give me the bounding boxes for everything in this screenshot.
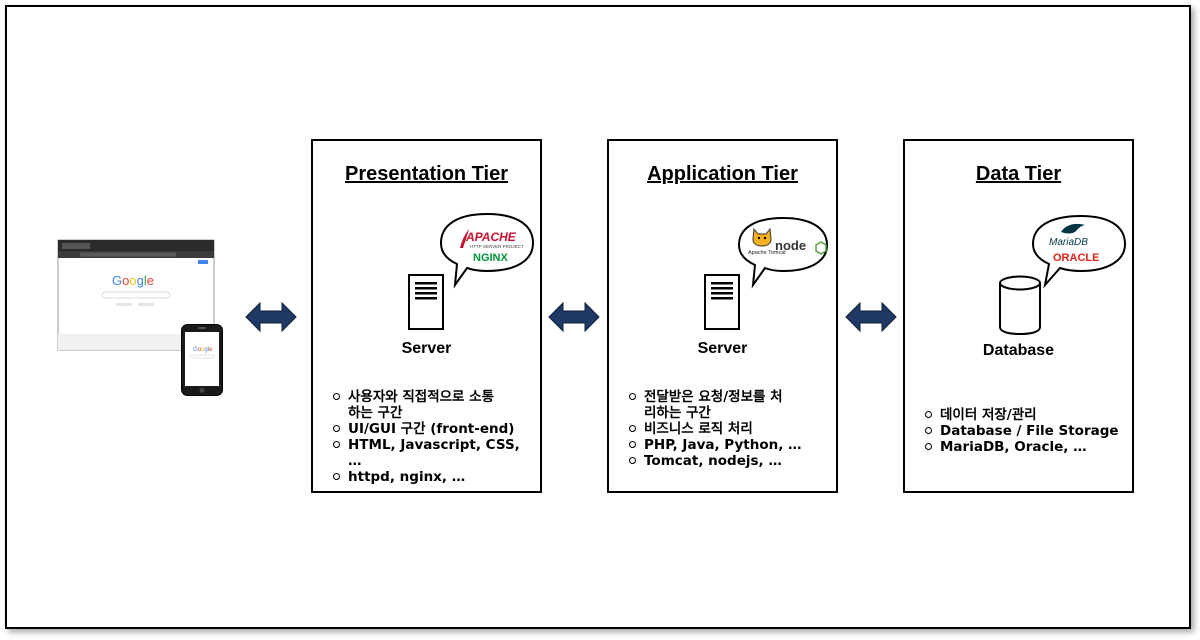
speech-bubble-databases <box>1031 214 1127 289</box>
svg-text:Google: Google <box>112 273 154 288</box>
nodejs-logo: node <box>775 238 827 255</box>
mariadb-logo-text: MariaDB <box>1049 237 1088 248</box>
list-item: MariaDB, Oracle, … <box>925 439 1124 455</box>
presentation-bullet-list: 사용자와 직접적으로 소통하는 구간 UI/GUI 구간 (front-end)… <box>333 389 532 485</box>
list-item: UI/GUI 구간 (front-end) <box>333 421 532 437</box>
server-icon <box>704 274 740 330</box>
data-tier-box: Data Tier MariaDB ORACLE Database 데이터 저장… <box>903 139 1134 493</box>
smartphone: Google <box>181 324 223 396</box>
data-tier-title: Data Tier <box>975 163 1062 185</box>
list-item: Tomcat, nodejs, … <box>629 453 828 469</box>
nginx-logo-text: NGINX <box>473 252 509 264</box>
list-item: HTML, Javascript, CSS, … <box>333 437 532 469</box>
svg-text:Google: Google <box>193 347 213 353</box>
list-item: 비즈니스 로직 처리 <box>629 421 828 437</box>
list-item: 데이터 저장/관리 <box>925 407 1124 423</box>
nginx-logo: NGINX <box>473 252 509 264</box>
database-cylinder-icon <box>999 275 1041 336</box>
application-bullet-list: 전달받은 요청/정보를 처리하는 구간 비즈니스 로직 처리 PHP, Java… <box>629 389 828 469</box>
server-label: Server <box>401 340 452 357</box>
apache-logo-subtext: HTTP SERVER PROJECT <box>470 244 524 249</box>
speech-bubble-web-servers <box>439 212 535 289</box>
application-tier-title: Application Tier <box>647 163 798 185</box>
tomcat-logo: Apache Tomcat <box>748 227 786 256</box>
server-label: Server <box>697 340 748 357</box>
presentation-tier-title: Presentation Tier <box>344 163 509 185</box>
database-label: Database <box>982 342 1055 359</box>
mariadb-logo: MariaDB <box>1049 223 1088 248</box>
browser-google-logo: Google <box>112 273 154 288</box>
data-bullet-list: 데이터 저장/관리 Database / File Storage MariaD… <box>925 407 1124 455</box>
diagram-frame <box>5 5 1191 629</box>
double-arrow-client-presentation <box>245 301 297 333</box>
server-icon <box>408 274 444 330</box>
list-item: 사용자와 직접적으로 소통하는 구간 <box>333 389 498 421</box>
oracle-logo-text: ORACLE <box>1053 252 1099 264</box>
list-item: httpd, nginx, … <box>333 469 532 485</box>
list-item: PHP, Java, Python, … <box>629 437 828 453</box>
apache-logo-text: APACHE <box>465 230 517 244</box>
presentation-tier-box: Presentation Tier APACHE HTTP SERVER PRO… <box>311 139 542 493</box>
tomcat-logo-text: Apache Tomcat <box>748 250 786 256</box>
application-tier-box: Application Tier Apache Tomcat node Serv… <box>607 139 838 493</box>
nodejs-logo-text: node <box>775 238 806 253</box>
list-item: Database / File Storage <box>925 423 1124 439</box>
oracle-logo: ORACLE <box>1053 252 1099 264</box>
apache-logo: APACHE HTTP SERVER PROJECT <box>460 229 524 249</box>
list-item: 전달받은 요청/정보를 처리하는 구간 <box>629 389 794 421</box>
double-arrow-application-data <box>845 301 897 333</box>
double-arrow-presentation-application <box>548 301 600 333</box>
